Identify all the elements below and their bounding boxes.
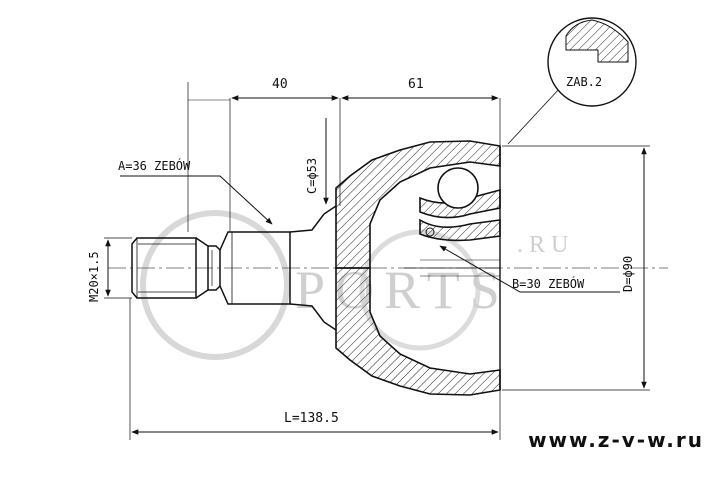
detail-bubble <box>547 17 637 107</box>
label-spline-a: A=36 ZEBÓW <box>118 158 191 173</box>
dim-shaft-length: 40 <box>272 77 288 92</box>
dimension-lines <box>104 82 650 440</box>
dim-total-length: L=138.5 <box>284 411 339 426</box>
dim-diameter-d: D=ϕ90 <box>621 256 635 292</box>
dim-body-length: 61 <box>408 77 424 92</box>
label-spline-b: B=30 ZEBÓW <box>512 276 585 291</box>
dim-thread: M20×1.5 <box>87 251 101 302</box>
watermark-suffix: .RU <box>517 232 574 258</box>
shaft <box>219 205 337 331</box>
housing <box>335 140 501 396</box>
website-url[interactable]: www.z-v-w.ru <box>528 428 704 452</box>
label-detail-zab: ZAB.2 <box>566 75 602 89</box>
threaded-end <box>131 237 221 299</box>
watermark-text: PORTS <box>295 260 510 320</box>
dim-diameter-c: C=ϕ53 <box>305 158 319 194</box>
